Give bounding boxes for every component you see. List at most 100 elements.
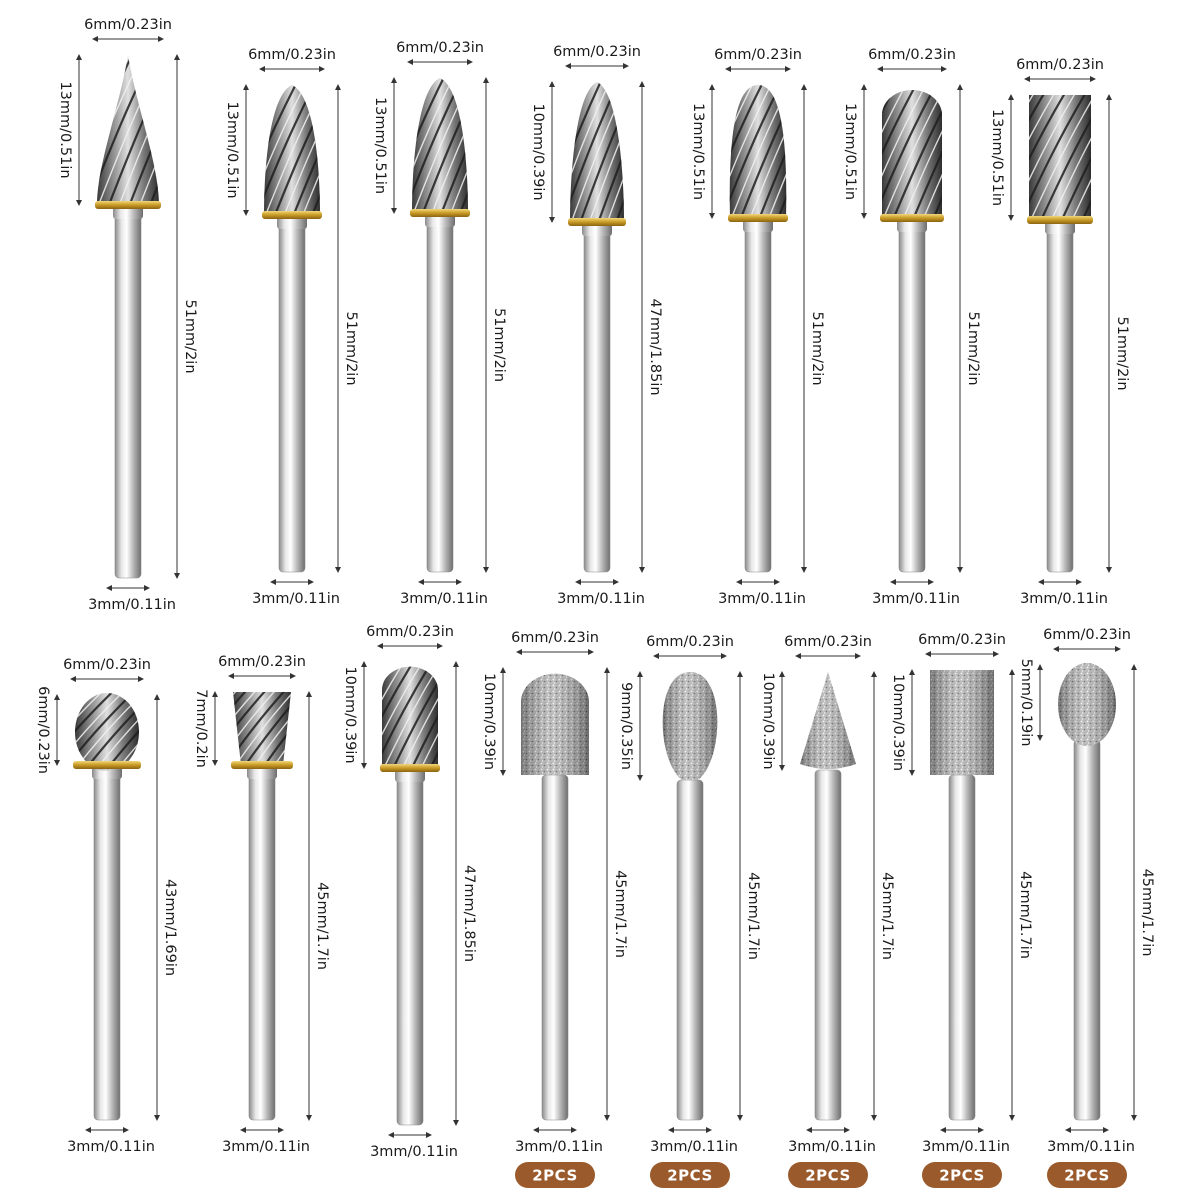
- shank-diameter-label: 3mm/0.11in: [872, 591, 960, 607]
- flute-line: [382, 666, 417, 768]
- total-length-label: 51mm/2in: [1114, 316, 1130, 390]
- head-width-label: 6mm/0.23in: [714, 47, 802, 63]
- flute-line: [75, 693, 104, 770]
- head-width-label: 6mm/0.23in: [918, 632, 1006, 648]
- flute-line: [95, 693, 139, 770]
- brass-collar: [568, 218, 626, 226]
- flute-line: [756, 85, 787, 218]
- shank-diameter-label: 3mm/0.11in: [650, 1139, 738, 1155]
- bit-10: 6mm/0.23in 10mm/0.39in 47mm/1.85in 3mm/0.11…: [342, 624, 477, 1160]
- head-width-label: 6mm/0.23in: [248, 47, 336, 63]
- total-length-label: 51mm/2in: [343, 311, 359, 385]
- flute-line: [1112, 91, 1180, 224]
- flute-line: [1079, 95, 1091, 220]
- shank-diameter-label: 3mm/0.11in: [370, 1144, 458, 1160]
- flute-line: [233, 692, 259, 765]
- head-length-label: 10mm/0.39in: [342, 666, 358, 763]
- flute-line: [1029, 95, 1078, 220]
- flute-line: [126, 55, 159, 205]
- quantity-badge-label: 2PCS: [1064, 1167, 1110, 1185]
- shank-diameter-label: 3mm/0.11in: [1020, 591, 1108, 607]
- flute-line: [339, 81, 401, 219]
- bit-flutes: [264, 81, 401, 219]
- flute-line: [390, 666, 438, 768]
- flute-line: [1029, 95, 1047, 220]
- head-width-label: 6mm/0.23in: [646, 634, 734, 650]
- bit-head-shade: [800, 672, 856, 769]
- flute-line: [882, 90, 909, 218]
- bit-head-shade: [1058, 663, 1116, 746]
- head-length-label: 9mm/0.35in: [618, 682, 634, 770]
- flute-line: [1090, 95, 1091, 220]
- flute-line: [1059, 95, 1091, 220]
- brass-collar: [380, 764, 440, 772]
- flute-line: [1038, 95, 1091, 220]
- head-length-label: 7mm/0.2in: [193, 689, 209, 768]
- bit-shank: [814, 769, 842, 1121]
- total-length-label: 45mm/1.7in: [1139, 869, 1155, 957]
- total-length-label: 45mm/1.7in: [879, 872, 895, 960]
- bit-shank: [114, 204, 142, 579]
- shank-diameter-label: 3mm/0.11in: [515, 1139, 603, 1155]
- flute-line: [448, 78, 468, 213]
- quantity-badge-label: 2PCS: [667, 1167, 713, 1185]
- bit-shank: [396, 767, 424, 1126]
- bit-11: 6mm/0.23in10mm/0.39in45mm/1.7in3mm/0.11i…: [481, 630, 628, 1188]
- head-width-label: 6mm/0.23in: [1016, 57, 1104, 73]
- flute-line: [729, 85, 765, 218]
- total-length-label: 47mm/1.85in: [461, 865, 477, 962]
- flute-line: [272, 85, 320, 215]
- head-width-label: 6mm/0.23in: [868, 47, 956, 63]
- bit-8: 6mm/0.23in6mm/0.23in43mm/1.69in3mm/0.11i…: [35, 657, 178, 1155]
- flute-line: [577, 82, 624, 222]
- quantity-badge-label: 2PCS: [939, 1167, 985, 1185]
- bit-13: 6mm/0.23in10mm/0.39in45mm/1.7in3mm/0.11i…: [760, 634, 895, 1188]
- bit-head-shade: [662, 672, 718, 780]
- head-length-label: 10mm/0.39in: [760, 672, 776, 769]
- quantity-badge-label: 2PCS: [532, 1167, 578, 1185]
- flute-line: [137, 55, 159, 205]
- head-width-label: 6mm/0.23in: [784, 634, 872, 650]
- flute-line: [1029, 95, 1068, 220]
- flute-line: [84, 693, 139, 770]
- head-width-label: 6mm/0.23in: [366, 624, 454, 640]
- flute-line: [882, 90, 939, 218]
- flute-line: [309, 85, 320, 215]
- head-length-label: 13mm/0.51in: [842, 103, 858, 200]
- bit-shank: [541, 774, 569, 1121]
- flute-line: [587, 82, 624, 222]
- total-length-label: 51mm/2in: [809, 311, 825, 385]
- flute-line: [233, 692, 288, 765]
- flute-line: [280, 692, 291, 765]
- head-width-label: 6mm/0.23in: [63, 657, 151, 673]
- flute-line: [477, 74, 539, 217]
- flute-line: [106, 55, 159, 205]
- shank-diameter-label: 3mm/0.11in: [400, 591, 488, 607]
- brass-collar: [73, 761, 141, 769]
- flute-line: [271, 692, 291, 765]
- head-length-label: 13mm/0.51in: [372, 97, 388, 194]
- bit-shank: [248, 764, 276, 1121]
- flute-line: [261, 692, 291, 765]
- flute-line: [595, 82, 624, 222]
- brass-collar: [410, 209, 470, 217]
- quantity-badge: [1047, 1162, 1127, 1188]
- flute-line: [106, 693, 139, 770]
- total-length-label: 51mm/2in: [491, 308, 507, 382]
- flute-line: [251, 692, 291, 765]
- flute-line: [241, 692, 291, 765]
- shank-diameter-label: 3mm/0.11in: [718, 591, 806, 607]
- total-length-label: 43mm/1.69in: [162, 879, 178, 976]
- flute-line: [910, 90, 942, 218]
- shank-diameter-label: 3mm/0.11in: [1047, 1139, 1135, 1155]
- flute-line: [901, 90, 942, 218]
- total-length-label: 45mm/1.7in: [314, 882, 330, 970]
- total-length-label: 51mm/2in: [182, 299, 198, 373]
- flute-line: [605, 82, 624, 222]
- bit-shank: [744, 217, 772, 573]
